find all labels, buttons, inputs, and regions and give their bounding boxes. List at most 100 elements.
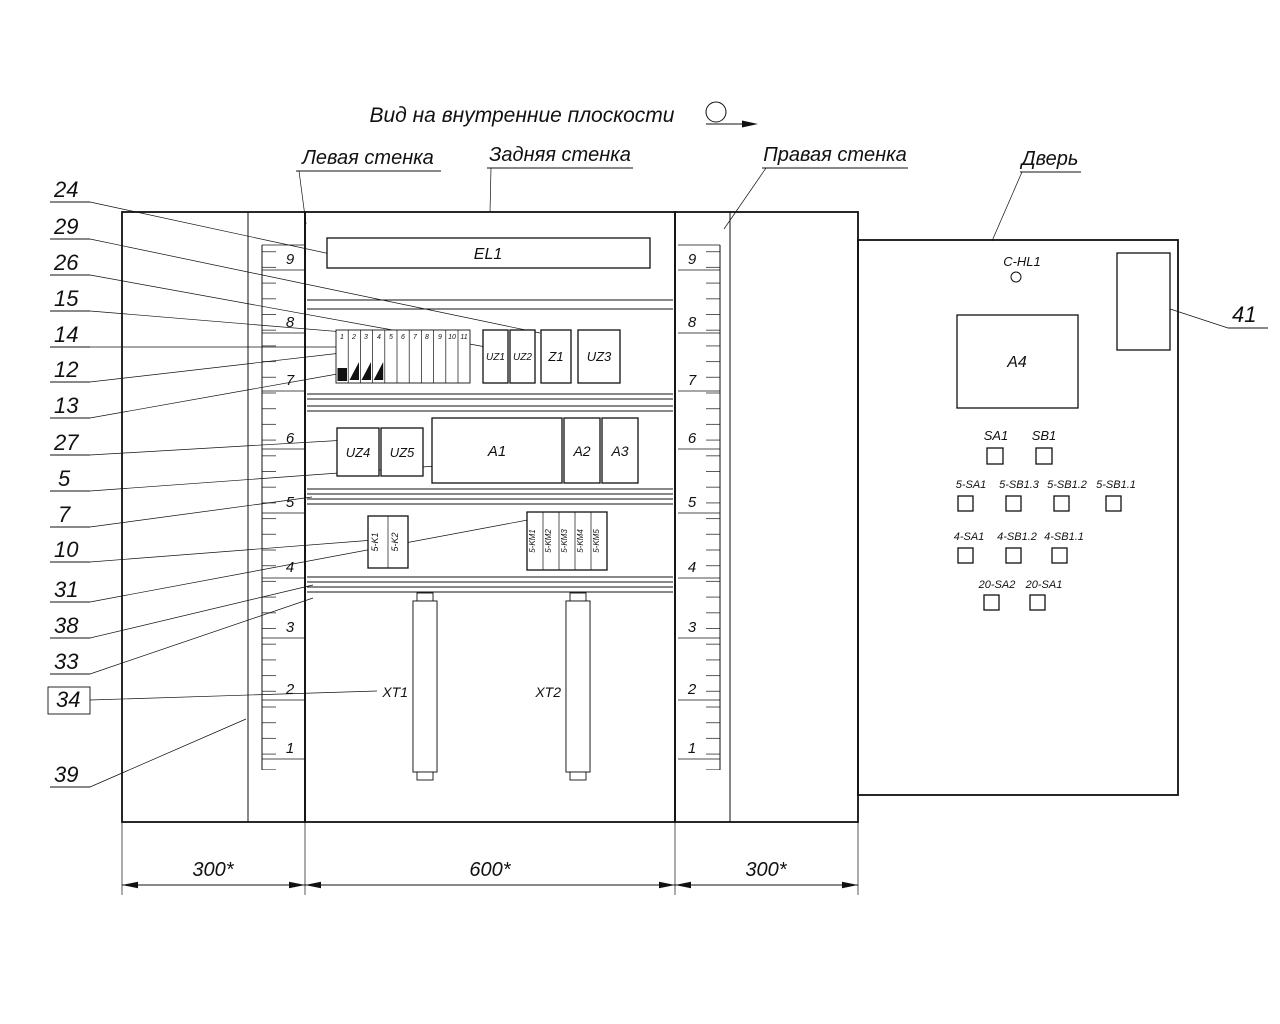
relay-5km2-label: 5-KM2 [544, 529, 553, 553]
component-a3 [601, 417, 639, 484]
callout-12: 12 [54, 357, 78, 382]
left-ruler-7: 7 [286, 372, 295, 389]
left-ruler-1: 1 [286, 740, 294, 757]
right-ruler-5: 5 [688, 494, 697, 511]
callout-29: 29 [53, 214, 78, 239]
control-4sa1-button [957, 547, 974, 564]
breaker-2: 2 [351, 334, 356, 341]
left-wall-panel: 9 8 7 6 5 4 3 2 1 [121, 211, 306, 823]
label-left-wall: Левая стенка [300, 147, 434, 169]
relay-5km4-label: 5-KM4 [576, 529, 585, 553]
callout-39: 39 [54, 762, 78, 787]
right-ruler-9: 9 [688, 251, 697, 268]
callout-38: 38 [54, 613, 79, 638]
breaker-3: 3 [364, 334, 368, 341]
breaker-flag-2 [361, 362, 371, 380]
terminal-xt2-label: XT2 [534, 684, 561, 700]
control-4sb11-button [1051, 547, 1068, 564]
control-sa1-label: SA1 [984, 428, 1009, 443]
callout-13: 13 [54, 393, 79, 418]
control-20sa1-button [1029, 594, 1046, 611]
component-uz3 [577, 329, 621, 384]
right-wall-panel: 9 8 7 6 5 4 3 2 1 [674, 211, 859, 823]
label-right-wall: Правая стенка [763, 144, 906, 166]
relay-5km5-label: 5-KM5 [592, 529, 601, 553]
label-back-wall: Задняя стенка [489, 144, 631, 166]
component-a3-label: A3 [610, 443, 628, 459]
right-wall-ruler: 9 8 7 6 5 4 3 2 1 [678, 244, 721, 770]
component-uz1 [482, 329, 509, 384]
left-ruler-5: 5 [286, 494, 295, 511]
callout-26: 26 [53, 250, 79, 275]
left-ruler-6: 6 [286, 430, 295, 447]
control-5sa1-label: 5-SA1 [956, 479, 987, 491]
control-5sb11-button [1105, 495, 1122, 512]
relay-5km3-label: 5-KM3 [560, 529, 569, 553]
breaker-6: 6 [401, 334, 405, 341]
control-20sa2-label: 20-SA2 [978, 579, 1016, 591]
component-a2 [563, 417, 601, 484]
relay-5k2-label: 5-K2 [390, 532, 400, 551]
breaker-toggle-filled [337, 368, 347, 381]
relay-right-block [526, 511, 608, 571]
relay-row: 5-K1 5-K2 5-KM1 5-KM2 5-KM3 5-KM4 5-KM5 [367, 511, 608, 571]
component-uz2 [509, 329, 536, 384]
component-uz5 [380, 427, 424, 477]
callout-24: 24 [53, 177, 78, 202]
control-5sb12-button [1053, 495, 1070, 512]
view-direction-icon [705, 101, 727, 123]
drawing-title: Вид на внутренние плоскости [370, 104, 675, 127]
dimension-block: 300* 600* 300* [121, 822, 859, 895]
left-wall-ruler: 9 8 7 6 5 4 3 2 1 [261, 244, 305, 770]
callout-31: 31 [54, 577, 78, 602]
dim-center-600: 600* [469, 859, 511, 881]
control-5sb12-label: 5-SB1.2 [1047, 479, 1087, 491]
control-4sb11-label: 4-SB1.1 [1044, 531, 1084, 543]
control-5sb11-label: 5-SB1.1 [1096, 479, 1136, 491]
dim-right-300: 300* [745, 859, 787, 881]
left-ruler-2: 2 [285, 681, 295, 698]
component-uz4-label: UZ4 [346, 445, 371, 460]
callout-27: 27 [53, 430, 79, 455]
breaker-7: 7 [413, 334, 418, 341]
right-ruler-4: 4 [688, 559, 696, 576]
breaker-flag-3 [373, 362, 384, 380]
right-ruler-2: 2 [687, 681, 697, 698]
component-uz3-label: UZ3 [587, 349, 612, 364]
terminal-xt1-label: XT1 [381, 684, 408, 700]
door-window [1116, 252, 1171, 351]
label-door: Дверь [1020, 148, 1079, 170]
right-ruler-3: 3 [688, 619, 697, 636]
component-uz1-label: UZ1 [486, 352, 505, 363]
component-el1 [326, 237, 651, 269]
left-ruler-3: 3 [286, 619, 295, 636]
breaker-4: 4 [377, 334, 381, 341]
relay-5k1-label: 5-K1 [370, 532, 380, 551]
callout-41-group: 41 [1157, 302, 1268, 329]
controller-row: UZ4 UZ5 A1 A2 A3 [336, 417, 639, 484]
control-sb1-button [1035, 447, 1053, 465]
component-a4 [956, 314, 1079, 409]
callout-41: 41 [1232, 302, 1256, 327]
control-4sb12-label: 4-SB1.2 [997, 531, 1037, 543]
control-4sb12-button [1005, 547, 1022, 564]
callout-33: 33 [54, 649, 79, 674]
title-block: Вид на внутренние плоскости [370, 101, 758, 128]
right-ruler-8: 8 [688, 314, 697, 331]
component-a1-label: A1 [487, 443, 506, 460]
left-ruler-4: 4 [286, 559, 294, 576]
breaker-10: 10 [448, 334, 456, 341]
door-controls-row1: SA1 SB1 [984, 428, 1056, 465]
terminal-xt2: XT2 [534, 592, 591, 781]
door-panel: C-HL1 A4 SA1 SB1 5-SA1 5-SB1.3 5-SB1.2 5… [857, 239, 1179, 796]
relay-5km1-label: 5-KM1 [528, 529, 537, 553]
indicator-hl1-lamp [1010, 271, 1022, 283]
control-5sb13-label: 5-SB1.3 [999, 479, 1040, 491]
dim-left-300: 300* [192, 859, 234, 881]
back-wall-panel: EL1 1 2 3 [304, 211, 676, 823]
breaker-11: 11 [460, 334, 467, 341]
breaker-5: 5 [389, 334, 393, 341]
component-a2-label: A2 [572, 443, 590, 459]
